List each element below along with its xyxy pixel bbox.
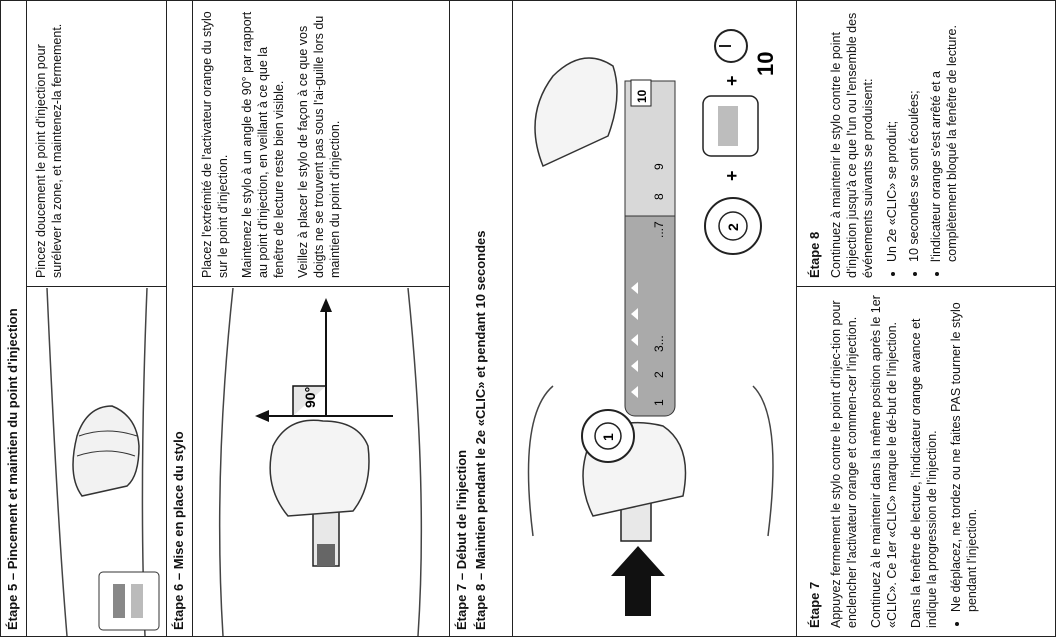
scale-label-1: 1	[652, 399, 666, 406]
step6-illustration-cell: 90°	[192, 286, 449, 637]
step8-bullet-2: 10 secondes se sont écoulées;	[906, 7, 922, 262]
step78-header-1: Étape 7 – Début de l'injection	[454, 449, 469, 630]
push-arrow-icon	[611, 546, 665, 616]
step8-title: Étape 8	[807, 231, 822, 278]
step8-intro: Continuez à maintenir le stylo contre le…	[828, 12, 875, 278]
timer-label: 10	[753, 52, 778, 76]
step6-paragraph-2: Maintenez le stylo à un angle de 90° par…	[240, 11, 286, 278]
step7-title: Étape 7	[807, 581, 822, 628]
step5-text: Pincez doucement le point d'injection po…	[34, 23, 64, 278]
step8-bullet-1: Un 2e «CLIC» se produit;	[884, 7, 900, 262]
scale-label-3: 3...	[652, 335, 666, 352]
step6-section: Étape 6 – Mise en place du stylo 90° Pla	[166, 0, 449, 637]
click2-label: 2	[725, 223, 741, 231]
step7-paragraph-2: Continuez à le maintenir dans la même po…	[868, 295, 899, 628]
step7-bullet-1: Ne déplacez, ne tordez ou ne faites PAS …	[948, 295, 980, 612]
pinch-illustration	[46, 287, 160, 637]
scale-label-2: 2	[652, 371, 666, 378]
scale-label-8: 8	[652, 193, 666, 200]
step5-header: Étape 5 – Pincement et maintien du point…	[5, 308, 20, 630]
injection-progress-illustration: 1 1 2 3... ...7 8 9 10	[527, 29, 778, 616]
step6-paragraph-1: Placez l'extrémité de l'activateur orang…	[200, 11, 230, 278]
step78-header-2: Étape 8 – Maintien pendant le 2e «CLIC» …	[473, 230, 488, 630]
step5-text-cell: Pincez doucement le point d'injection po…	[26, 0, 166, 286]
step5-illustration-cell	[26, 286, 166, 637]
click1-label: 1	[600, 433, 616, 441]
plus-sign-1: +	[722, 170, 742, 181]
step7-paragraph-1: Appuyez fermement le stylo contre le poi…	[828, 300, 859, 628]
step8-bullets: Un 2e «CLIC» se produit; 10 secondes se …	[884, 7, 960, 278]
step6-header: Étape 6 – Mise en place du stylo	[171, 431, 186, 630]
step6-text-cell: Placez l'extrémité de l'activateur orang…	[192, 0, 449, 286]
scale-label-7: ...7	[652, 221, 666, 238]
scale-end-label: 10	[635, 89, 649, 103]
step7-8-text-section: Étape 7 Appuyez fermement le stylo contr…	[796, 0, 1056, 637]
step8-bullet-3: l'indicateur orange s'est arrêté et a co…	[928, 7, 960, 262]
step5-section: Étape 5 – Pincement et maintien du point…	[0, 0, 166, 637]
step78-section: Étape 7 – Début de l'injection Étape 8 –…	[449, 0, 797, 637]
step7-bullets: Ne déplacez, ne tordez ou ne faites PAS …	[948, 295, 980, 628]
plus-sign-2: +	[722, 75, 742, 86]
scale-label-9: 9	[652, 163, 666, 170]
step7-text-cell: Étape 7 Appuyez fermement le stylo contr…	[797, 286, 1055, 636]
step8-text-cell: Étape 8 Continuez à maintenir le stylo c…	[797, 0, 1055, 286]
step6-paragraph-3: Veillez à placer le stylo de façon à ce …	[296, 15, 342, 278]
pen-icon	[98, 571, 160, 631]
pen-placement-illustration: 90°	[218, 287, 423, 637]
progress-scale	[624, 200, 676, 417]
angle-label: 90°	[302, 387, 318, 408]
step7-paragraph-3: Dans la fenêtre de lecture, l'indicateur…	[908, 318, 939, 628]
step78-illustration-cell: 1 1 2 3... ...7 8 9 10	[512, 0, 797, 636]
